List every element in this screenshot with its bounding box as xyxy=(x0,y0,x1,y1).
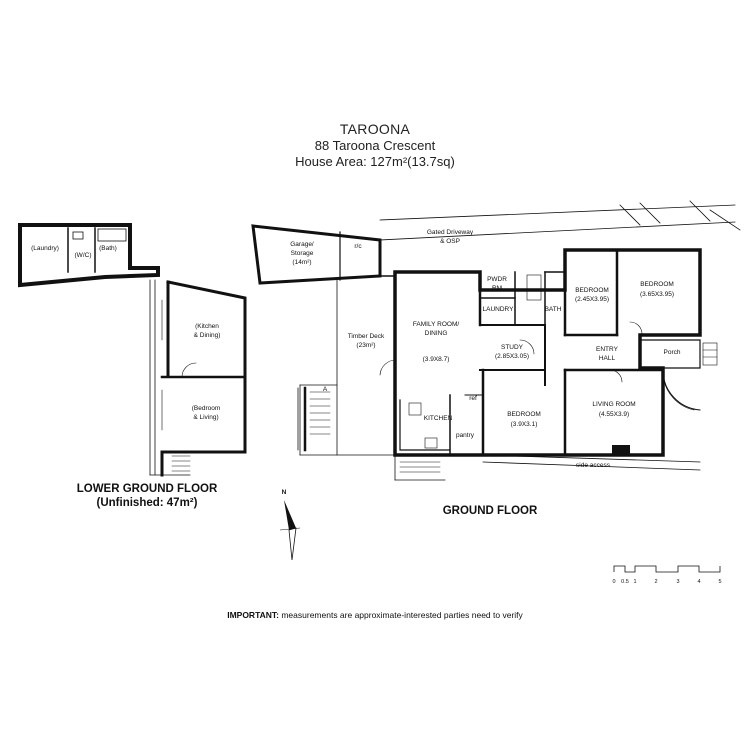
plan-address: 88 Taroona Crescent xyxy=(314,138,436,153)
timber-deck xyxy=(297,279,396,456)
scale-tick-0-5: 0.5 xyxy=(621,579,629,585)
label-family-2: DINING xyxy=(425,330,448,337)
label-driveway-2: & OSP xyxy=(440,238,460,245)
label-study-dim: (2.85X3.05) xyxy=(495,353,529,360)
label-timber-deck-2: (23m²) xyxy=(356,342,375,349)
label-bath: BATH xyxy=(545,306,562,313)
side-access-path xyxy=(394,454,701,481)
disclaimer-bold: IMPORTANT: xyxy=(227,610,279,620)
label-study: STUDY xyxy=(501,344,524,351)
scale-bar: 0 0.5 1 2 3 4 5 xyxy=(612,565,722,585)
label-lower-bedroom-2: & Living) xyxy=(193,414,218,421)
label-pantry: pantry xyxy=(456,432,475,439)
label-bedroom-a: BEDROOM xyxy=(575,287,609,294)
label-side-access: side access xyxy=(576,462,611,469)
compass-north-label: N xyxy=(282,489,287,496)
kitchen-benches xyxy=(379,274,643,456)
ground-floor-title: GROUND FLOOR xyxy=(442,505,538,517)
label-stair-mark: A xyxy=(323,386,328,393)
label-driveway-1: Gated Driveway xyxy=(427,229,474,236)
label-garage-3: (14m²) xyxy=(292,259,311,266)
label-family-dim: (3.9X8.7) xyxy=(423,356,450,363)
lower-floor-title: LOWER GROUND FLOOR xyxy=(76,483,218,495)
label-kitchen: KITCHEN xyxy=(424,415,453,422)
disclaimer-text: measurements are approximate-interested … xyxy=(278,610,523,620)
plan-title: TAROONA xyxy=(339,121,411,137)
ground-floor-walls xyxy=(393,248,718,457)
label-pwdr-1: PWDR xyxy=(487,276,507,283)
label-lower-wc: (W/C) xyxy=(75,252,92,259)
label-timber-deck-1: Timber Deck xyxy=(348,333,385,340)
label-porch: Porch xyxy=(664,349,681,356)
scale-tick-1: 1 xyxy=(633,579,636,585)
label-bedroom-b: BEDROOM xyxy=(640,281,674,288)
label-entry-1: ENTRY xyxy=(596,346,619,353)
label-lower-bath: (Bath) xyxy=(99,245,117,252)
scale-tick-3: 3 xyxy=(676,579,679,585)
label-pwdr-2: RM xyxy=(492,285,502,292)
label-lower-bedroom-1: (Bedroom xyxy=(192,405,221,412)
label-lower-kitchen-1: (Kitchen xyxy=(195,323,219,330)
lower-ground-floor-walls xyxy=(18,223,247,477)
garage-and-driveway xyxy=(251,200,741,285)
lower-floor-subtitle: (Unfinished: 47m²) xyxy=(96,497,198,509)
label-entry-2: HALL xyxy=(599,355,616,362)
label-bedroom-c: BEDROOM xyxy=(507,411,541,418)
label-lower-laundry: (Laundry) xyxy=(31,245,59,252)
scale-tick-0: 0 xyxy=(612,579,615,585)
label-bedroom-a-dim: (2.45X3.95) xyxy=(575,296,609,303)
label-bedroom-c-dim: (3.9X3.1) xyxy=(511,421,538,428)
label-ref: ref xyxy=(469,395,477,402)
label-living: LIVING ROOM xyxy=(592,401,635,408)
label-laundry: LAUNDRY xyxy=(483,306,515,313)
label-garage-2: Storage xyxy=(291,250,314,257)
label-bedroom-b-dim: (3.65X3.95) xyxy=(640,291,674,298)
house-area: House Area: 127m²(13.7sq) xyxy=(295,154,455,169)
label-garage-1: Garage/ xyxy=(290,241,314,248)
scale-tick-4: 4 xyxy=(697,579,700,585)
scale-tick-2: 2 xyxy=(654,579,657,585)
north-arrow-icon: N xyxy=(279,489,301,561)
label-lower-kitchen-2: & Dining) xyxy=(194,332,221,339)
label-rc: r/c xyxy=(354,243,362,250)
disclaimer-note: IMPORTANT: measurements are approximate-… xyxy=(0,610,750,620)
label-living-dim: (4.55X3.9) xyxy=(599,411,629,418)
scale-tick-5: 5 xyxy=(718,579,721,585)
label-family-1: FAMILY ROOM/ xyxy=(413,321,460,328)
